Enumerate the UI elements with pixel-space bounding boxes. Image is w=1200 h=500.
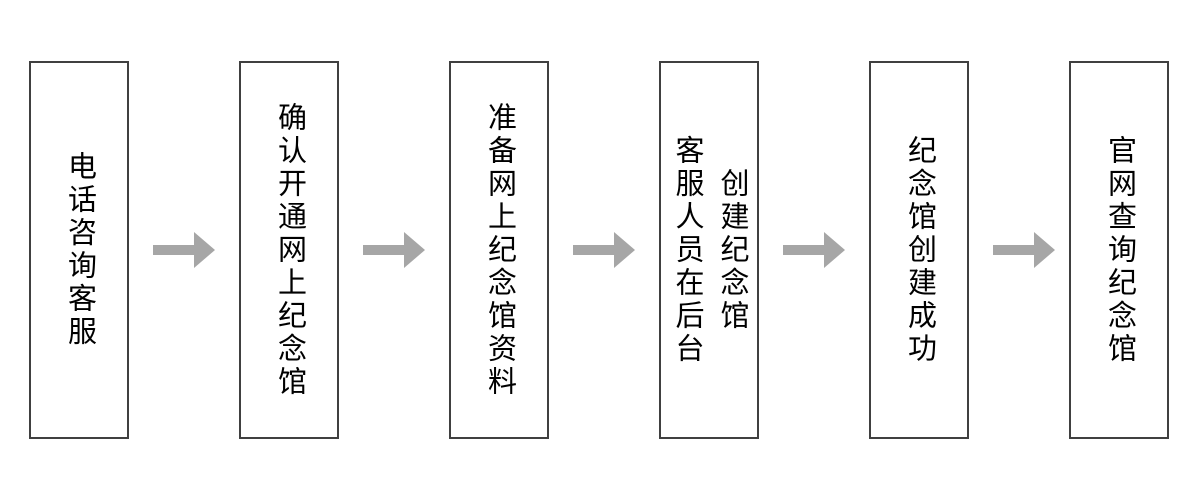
flow-step-phone-consult: 电话咨询客服	[29, 61, 129, 439]
flow-step-confirm-open: 确认开通网上纪念馆	[239, 61, 339, 439]
flow-step-label: 纪念馆创建成功	[903, 134, 936, 366]
flow-step-label: 官网查询纪念馆	[1103, 134, 1136, 366]
flow-step-label: 电话咨询客服	[63, 151, 96, 349]
right-arrow-icon	[363, 232, 425, 268]
right-arrow-icon	[153, 232, 215, 268]
flow-step-prepare-materials: 准备网上纪念馆资料	[449, 61, 549, 439]
flow-step-label: 准备网上纪念馆资料	[483, 101, 516, 399]
flow-step-label: 确认开通网上纪念馆	[273, 101, 306, 399]
right-arrow-icon	[573, 232, 635, 268]
flow-step-staff-create: 客服人员在后台 创建纪念馆	[659, 61, 759, 439]
flow-step-query-site: 官网查询纪念馆	[1069, 61, 1169, 439]
flow-step-label: 客服人员在后台 创建纪念馆	[671, 134, 748, 366]
right-arrow-icon	[993, 232, 1055, 268]
flow-step-create-success: 纪念馆创建成功	[869, 61, 969, 439]
right-arrow-icon	[783, 232, 845, 268]
